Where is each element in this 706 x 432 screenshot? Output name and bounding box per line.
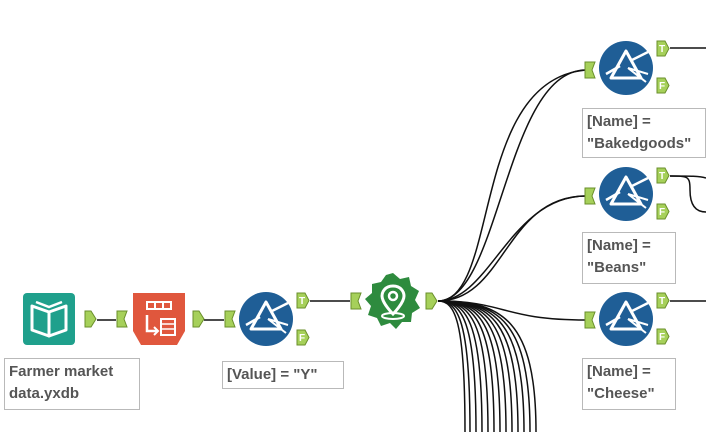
svg-text:F: F	[659, 81, 665, 92]
true-anchor[interactable]: T	[656, 167, 670, 184]
true-anchor[interactable]: T	[656, 40, 670, 57]
output-anchor[interactable]	[84, 310, 97, 328]
book-icon	[23, 293, 75, 345]
input-data-label-line1: Farmer market	[9, 363, 114, 380]
false-anchor[interactable]: F	[656, 77, 670, 94]
svg-text:T: T	[659, 44, 665, 55]
output-anchor[interactable]	[425, 292, 438, 310]
filter-bakedgoods-label: [Name] = "Bakedgoods"	[582, 108, 706, 158]
true-anchor[interactable]: T	[656, 292, 670, 309]
false-anchor[interactable]: F	[296, 329, 310, 346]
filter-icon	[599, 167, 653, 221]
false-anchor[interactable]: F	[656, 328, 670, 345]
filter-cheese-label: [Name] = "Cheese"	[582, 358, 676, 410]
sort-tool[interactable]	[131, 291, 187, 352]
filter-bakedgoods-label-line2: "Bakedgoods"	[587, 135, 692, 152]
filter-beans-label-line2: "Beans"	[587, 259, 647, 276]
input-anchor[interactable]	[350, 292, 362, 310]
input-anchor[interactable]	[584, 187, 596, 205]
sort-icon	[133, 293, 185, 345]
input-anchor[interactable]	[584, 61, 596, 79]
location-pin-icon	[365, 273, 420, 329]
svg-text:F: F	[659, 207, 665, 218]
svg-text:F: F	[659, 332, 665, 343]
filter-beans-label-line1: [Name] =	[587, 237, 651, 254]
input-anchor[interactable]	[116, 310, 128, 328]
svg-text:T: T	[659, 296, 665, 307]
filter-beans-label: [Name] = "Beans"	[582, 232, 676, 284]
filter-bakedgoods-label-line1: [Name] =	[587, 113, 651, 130]
filter-icon	[599, 41, 653, 95]
spatial-tool[interactable]	[364, 272, 422, 335]
filter-tool-value[interactable]	[238, 291, 294, 352]
input-anchor[interactable]	[224, 310, 236, 328]
true-anchor[interactable]: T	[296, 292, 310, 309]
wire-to-bakedgoods	[437, 69, 587, 302]
svg-text:F: F	[299, 333, 305, 344]
output-anchor[interactable]	[192, 310, 205, 328]
input-anchor[interactable]	[584, 311, 596, 329]
filter-icon	[599, 292, 653, 346]
wire-to-beans	[437, 195, 587, 302]
false-anchor[interactable]: F	[656, 203, 670, 220]
filter-icon	[239, 292, 293, 346]
filter-tool-beans[interactable]	[598, 166, 654, 227]
input-data-tool[interactable]	[22, 290, 78, 351]
filter-value-label: [Value] = "Y"	[222, 361, 344, 389]
filter-cheese-label-line1: [Name] =	[587, 363, 651, 380]
svg-text:T: T	[299, 296, 305, 307]
input-data-label-line2: data.yxdb	[9, 385, 80, 402]
svg-text:T: T	[659, 171, 665, 182]
filter-tool-cheese[interactable]	[598, 291, 654, 352]
filter-tool-bakedgoods[interactable]	[598, 40, 654, 101]
input-data-label: Farmer market data.yxdb	[4, 358, 140, 410]
filter-cheese-label-line2: "Cheese"	[587, 385, 655, 402]
